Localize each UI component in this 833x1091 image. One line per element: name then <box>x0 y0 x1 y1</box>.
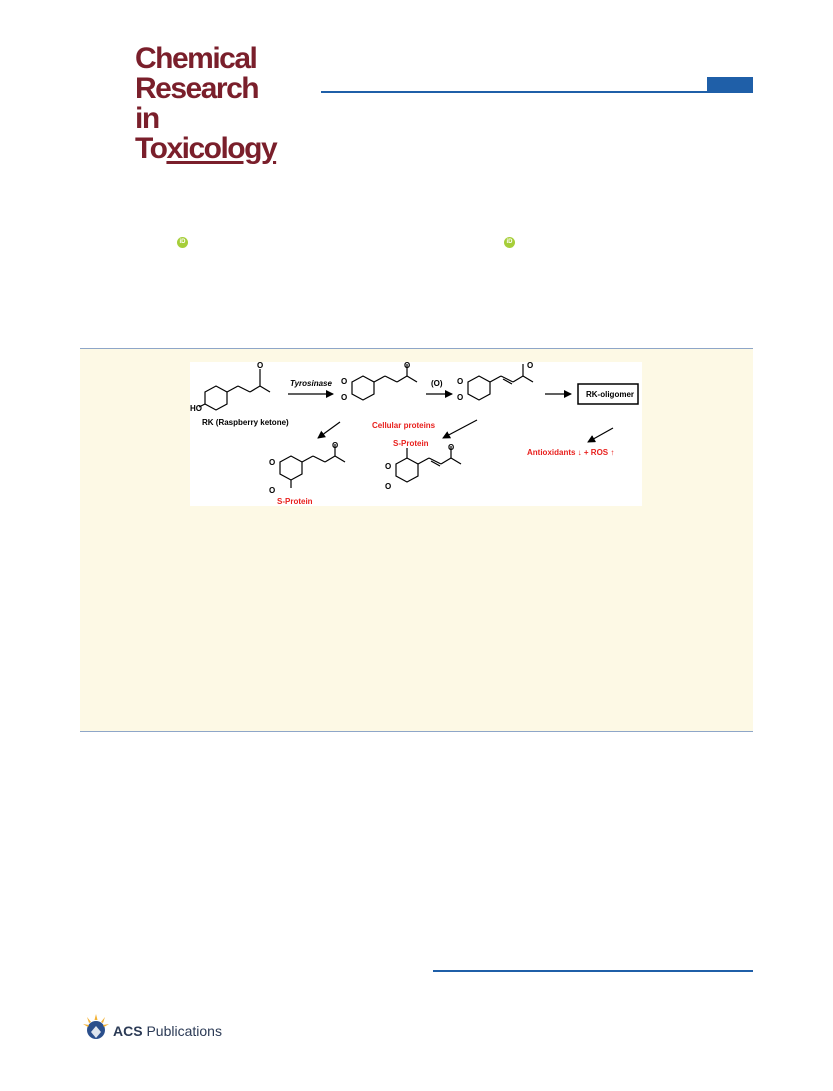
ketone-oxygen-label: O <box>448 443 454 452</box>
journal-logo-line3: Toxicology <box>135 132 278 165</box>
protein-adduct-structure-2 <box>395 446 462 483</box>
header-rule <box>321 91 707 93</box>
footer-rule <box>433 970 753 972</box>
quinone-oxygen-label: O <box>269 486 275 495</box>
journal-logo-line1: Chemical <box>135 42 258 75</box>
ketone-oxygen-label: O <box>527 362 533 370</box>
compound-label: RK (Raspberry ketone) <box>202 418 289 427</box>
adduct-label-1: S-Protein <box>277 497 313 506</box>
effect-arrow <box>587 427 614 443</box>
journal-logo-line3-b: xicology <box>166 132 277 165</box>
raspberry-ketone-structure <box>198 369 271 411</box>
ketone-oxygen-label: O <box>257 362 263 370</box>
ketone-oxygen-label: O <box>404 362 410 370</box>
quinone-oxygen-label: O <box>457 377 463 386</box>
hydroxyl-label: HO <box>190 404 202 413</box>
adduct-label-2: S-Protein <box>393 439 429 448</box>
ketone-oxygen-label: O <box>332 441 338 450</box>
quinone-oxygen-label: O <box>385 482 391 491</box>
orcid-icon[interactable]: iD <box>504 237 515 248</box>
journal-logo: Chemical Research in Toxicology <box>135 44 285 164</box>
quinone-oxygen-label: O <box>269 458 275 467</box>
orcid-icon[interactable]: iD <box>177 237 188 248</box>
journal-logo-line2: Research in <box>135 72 260 135</box>
quinone-oxygen-label: O <box>385 462 391 471</box>
journal-logo-line3-a: To <box>135 132 168 165</box>
proteins-label: Cellular proteins <box>372 421 436 430</box>
effect-label: Antioxidants ↓ + ROS ↑ <box>527 448 614 457</box>
oligomer-box <box>577 383 639 405</box>
quinone-oxygen-label: O <box>457 393 463 402</box>
protein-adduct-structure-1 <box>279 444 346 488</box>
oxidation-label: (O) <box>431 379 443 388</box>
oligomer-label: RK-oligomer <box>586 390 634 399</box>
adduct-arrow-left <box>317 421 341 439</box>
quinone-oxygen-label: O <box>341 393 347 402</box>
unsaturated-quinone-structure <box>467 364 534 401</box>
quinone-structure <box>351 364 418 401</box>
adduct-arrow-right <box>442 419 478 439</box>
acs-publications-icon <box>83 1014 109 1039</box>
quinone-oxygen-label: O <box>341 377 347 386</box>
acs-publications-wordmark[interactable]: ACS Publications <box>113 1023 222 1039</box>
acs-name-bold: ACS <box>113 1023 143 1039</box>
header-accent-block <box>707 77 753 93</box>
toc-graphic: O HO RK (Raspberry ketone) Tyrosinase O … <box>190 362 642 506</box>
acs-name-rest: Publications <box>142 1023 222 1039</box>
enzyme-label: Tyrosinase <box>290 379 332 388</box>
